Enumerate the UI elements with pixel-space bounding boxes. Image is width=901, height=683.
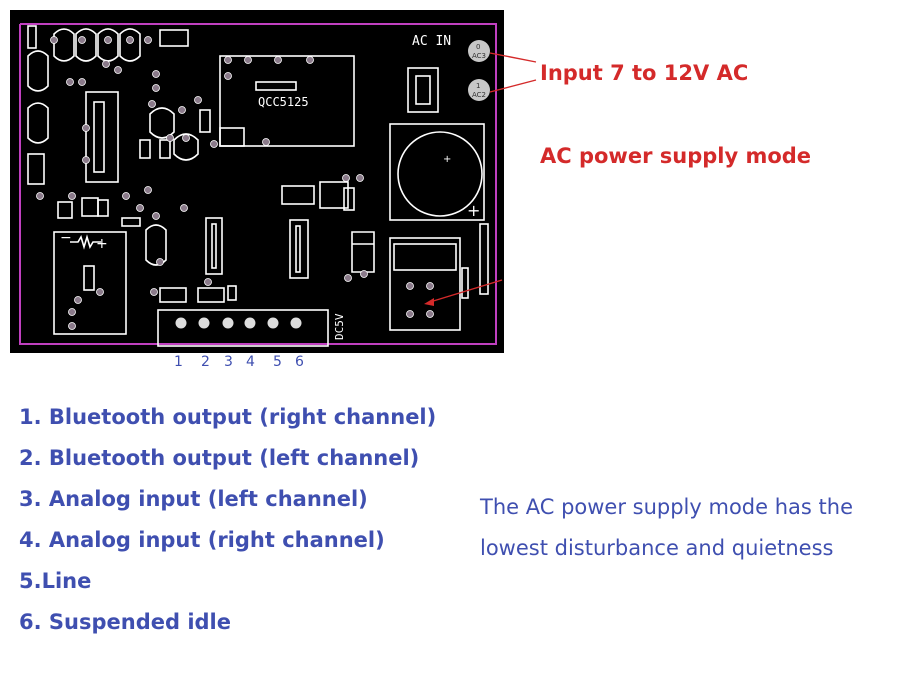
- ac-leader-lines: [489, 52, 537, 93]
- via-pads: [36, 36, 434, 330]
- svg-text:AC3: AC3: [472, 52, 486, 60]
- pin-description: 6. Suspended idle: [19, 610, 231, 634]
- trimmer-minus: −: [60, 230, 72, 246]
- svg-text:0: 0: [476, 43, 480, 51]
- dc5v-label: DC5V: [333, 313, 346, 340]
- svg-text:+: +: [443, 154, 451, 165]
- pin-number-2: 2: [201, 354, 210, 370]
- pin-description: 5.Line: [19, 569, 92, 593]
- power-mode-note: The AC power supply mode has the lowest …: [480, 495, 853, 560]
- pcb-board: + + + − QCC5125 AC IN 0 AC3 1 AC2 DC5V: [10, 10, 504, 353]
- ac3-pad: 0 AC3: [468, 40, 490, 62]
- pin-number-6: 6: [295, 354, 304, 370]
- output-connector: [157, 309, 329, 347]
- ac-in-label: AC IN: [412, 34, 451, 49]
- pin-description: 4. Analog input (right channel): [19, 528, 385, 552]
- svg-text:+: +: [467, 201, 480, 220]
- pin-number-4: 4: [246, 354, 255, 370]
- pin-number-1: 1: [174, 354, 183, 370]
- pin-description: 2. Bluetooth output (left channel): [19, 446, 420, 470]
- pin-description-list: 1. Bluetooth output (right channel) 2. B…: [19, 400, 436, 646]
- input-voltage-annotation: Input 7 to 12V AC: [540, 61, 749, 85]
- pin-description: 3. Analog input (left channel): [19, 487, 368, 511]
- power-mode-annotation: AC power supply mode: [540, 144, 812, 168]
- svg-text:1: 1: [476, 82, 480, 90]
- ac2-pad: 1 AC2: [468, 79, 490, 101]
- trimmer-plus: +: [96, 236, 108, 252]
- pin-number-5: 5: [273, 354, 282, 370]
- pin-number-3: 3: [224, 354, 233, 370]
- svg-text:AC2: AC2: [472, 91, 486, 99]
- pin-description: 1. Bluetooth output (right channel): [19, 405, 437, 429]
- chip-label: QCC5125: [258, 95, 309, 109]
